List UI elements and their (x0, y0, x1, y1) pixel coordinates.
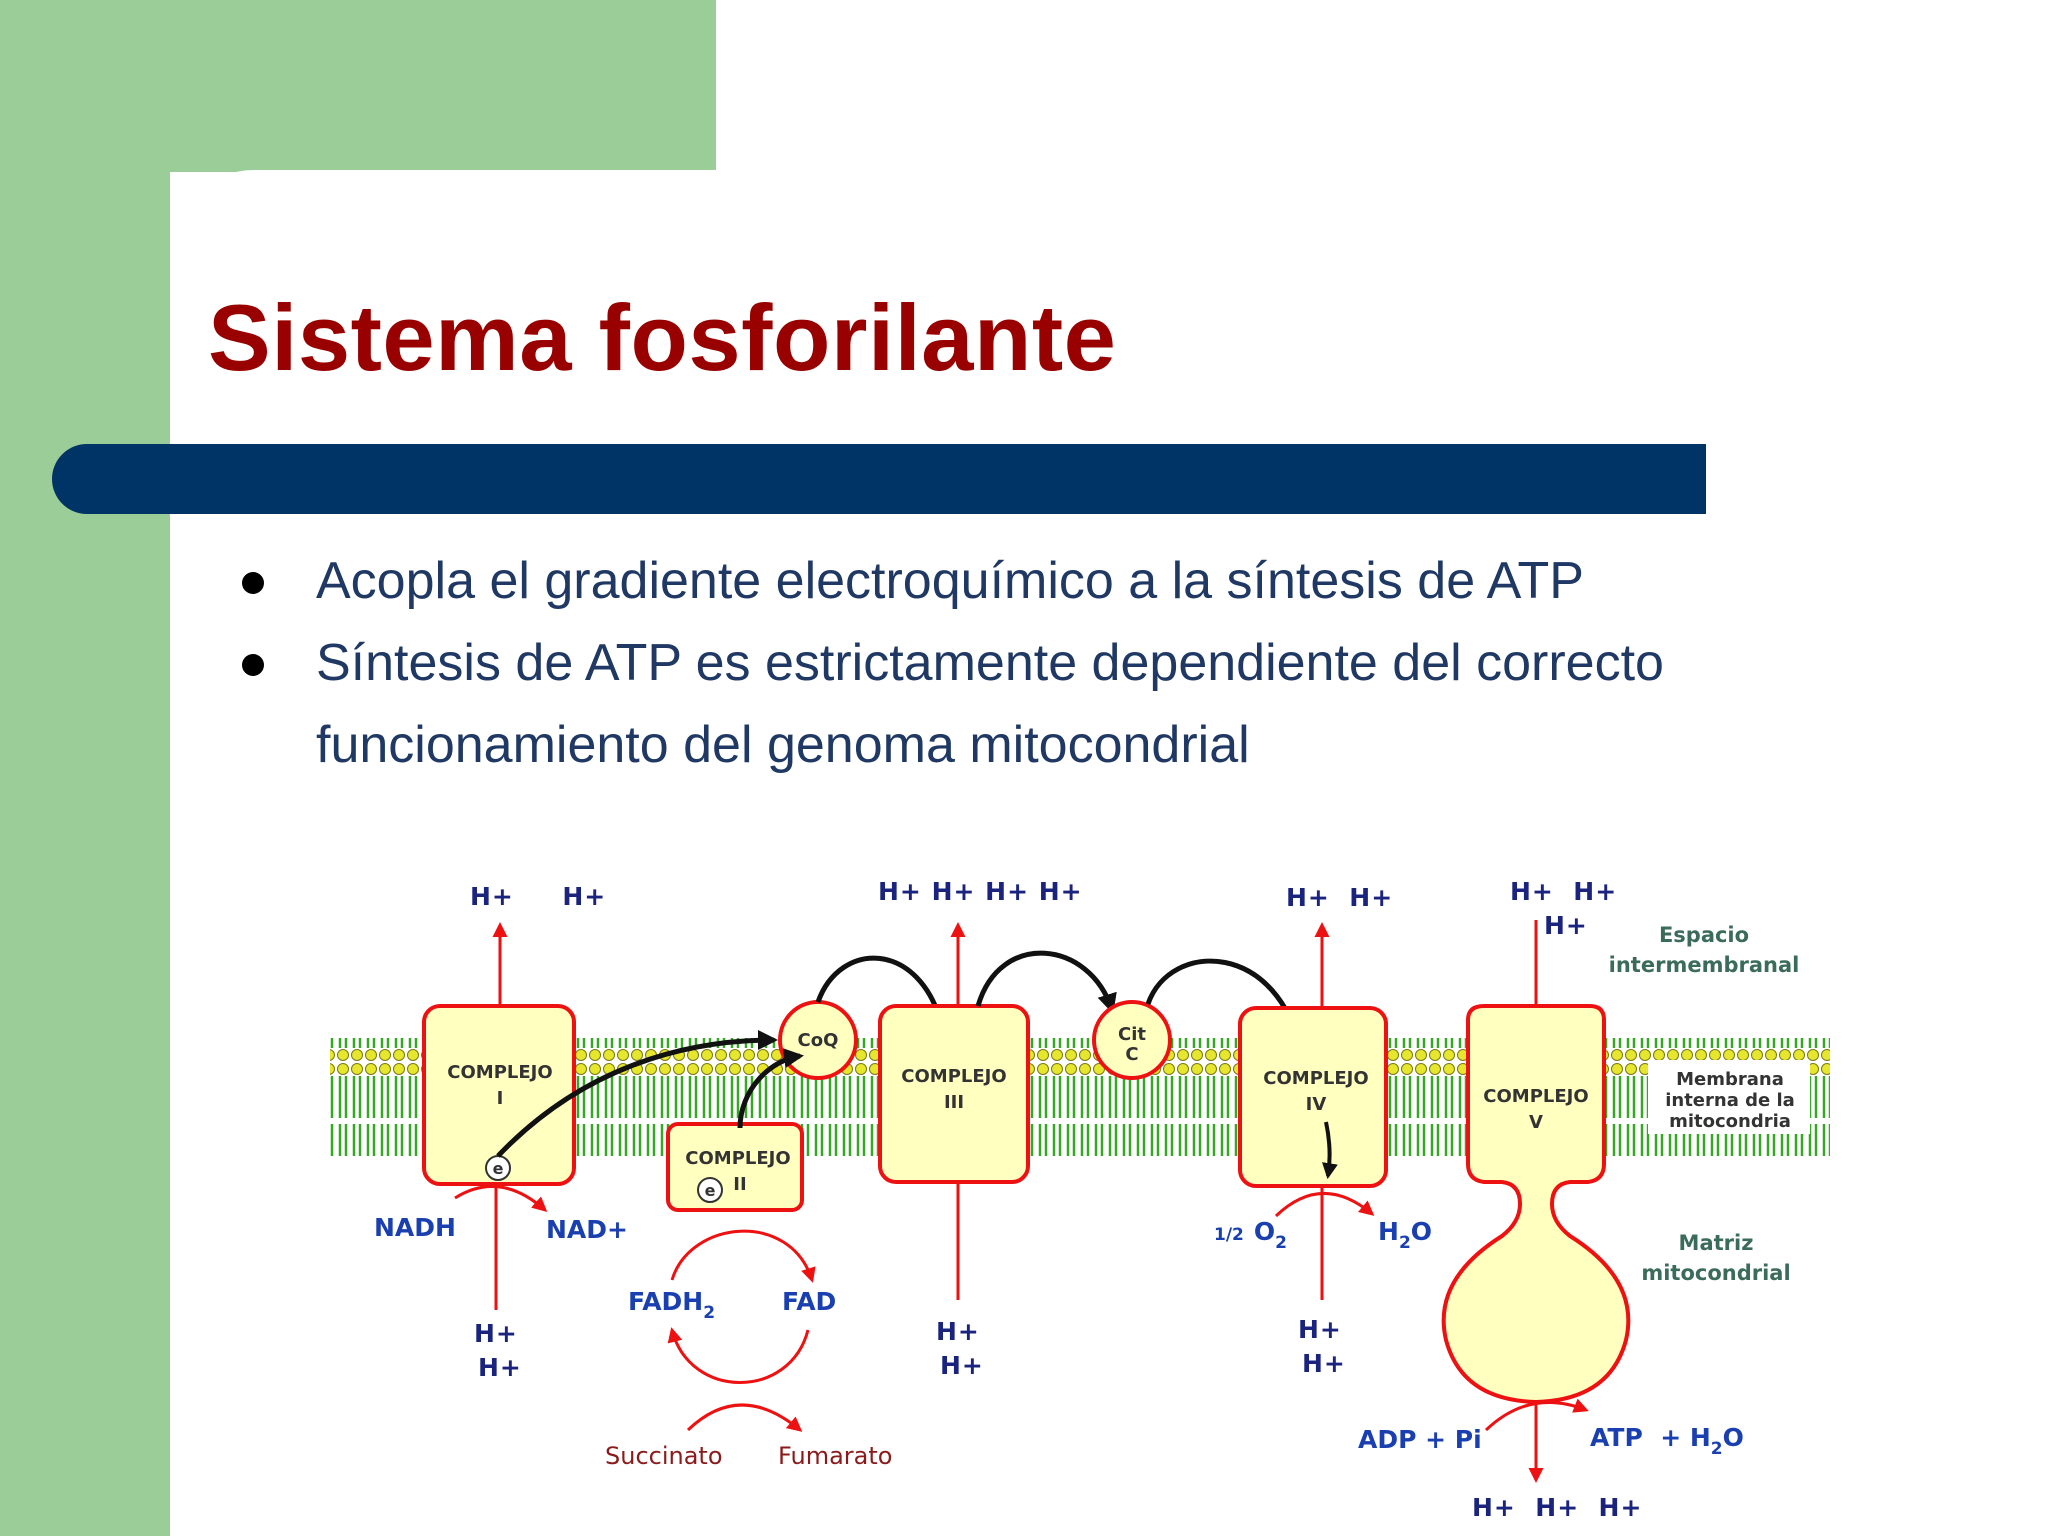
c1-proton-bottom: H+ (474, 1319, 518, 1348)
bullet-text: Síntesis de ATP es estrictamente dependi… (316, 634, 1664, 774)
cytochrome-c (1092, 1000, 1172, 1080)
complex-ii-word: COMPLEJO (685, 1148, 790, 1169)
c3-proton-bottom: H+ (936, 1317, 980, 1346)
complex-i-numeral: I (497, 1088, 504, 1109)
c4-proton-bottom: H+ (1302, 1349, 1346, 1378)
succinate-cycle-arrow (667, 1327, 810, 1384)
water-label: H2O (1378, 1217, 1432, 1253)
complex-iv-numeral: IV (1306, 1094, 1327, 1115)
c5-protons-top: H+ H+ (1510, 877, 1617, 906)
label-mitocondria: mitocondria (1669, 1111, 1791, 1132)
electron-path-coq-c3 (815, 955, 948, 1030)
complex-iii-numeral: III (944, 1092, 964, 1113)
oxygen-arrow (1274, 1192, 1375, 1218)
slide-title: Sistema fosforilante (208, 285, 1117, 390)
label-membrana: Membrana (1676, 1069, 1784, 1090)
fadh2-label: FADH2 (628, 1287, 715, 1323)
nad-label: NAD+ (546, 1215, 628, 1244)
label-mitocondrial: mitocondrial (1641, 1261, 1790, 1285)
adp-label: ADP + Pi (1358, 1425, 1482, 1454)
c3-protons-top: H+ H+ H+ H+ (878, 877, 1083, 906)
c5-protons-bottom: H+ H+ H+ (1472, 1493, 1642, 1522)
complex-iv-word: COMPLEJO (1263, 1068, 1368, 1089)
complex-i-word: COMPLEJO (447, 1062, 552, 1083)
bullet-item: Síntesis de ATP es estrictamente dependi… (230, 622, 1830, 786)
complex-iv (1238, 1006, 1388, 1188)
nadh-arrow (454, 1185, 548, 1212)
electron-path-c3-cit (975, 950, 1117, 1014)
coq-label: CoQ (798, 1030, 839, 1051)
c5-protons-top2: H+ (1544, 911, 1588, 940)
label-intermembranal: intermembranal (1609, 953, 1800, 977)
succinato-arrow (686, 1403, 803, 1432)
bullet-text: Acopla el gradiente electroquímico a la … (316, 552, 1584, 610)
complex-v-word: COMPLEJO (1483, 1086, 1588, 1107)
atp-synthesis-arrow (1484, 1398, 1589, 1432)
title-rule (52, 444, 1706, 514)
electron-path-c2-coq (737, 1048, 804, 1129)
bullet-dot (242, 654, 264, 676)
c1-protons-top: H+ H+ (470, 882, 606, 911)
cit-label-c: C (1125, 1044, 1138, 1065)
complex-v (1441, 1004, 1631, 1405)
label-espacio: Espacio (1659, 923, 1749, 947)
cit-label: Cit (1118, 1024, 1146, 1045)
complex-v-numeral: V (1529, 1112, 1543, 1133)
fadh2-arrow (670, 1229, 816, 1283)
electron-path-c1-coq (496, 1030, 778, 1158)
c3-proton-bottom: H+ (940, 1351, 984, 1380)
complex-iii-word: COMPLEJO (901, 1066, 1006, 1087)
complex-iii (878, 1004, 1030, 1184)
content-panel (170, 170, 2048, 1536)
c4-protons-top: H+ H+ (1286, 883, 1393, 912)
electron-path-c4-o2 (1322, 1121, 1338, 1180)
complex-ii-numeral: II (733, 1174, 746, 1195)
top-decoration (0, 0, 716, 172)
fumarato-label: Fumarato (778, 1442, 892, 1470)
succinato-label: Succinato (605, 1442, 723, 1470)
atp-label: ATP + H2O (1590, 1423, 1744, 1459)
nadh-label: NADH (374, 1213, 456, 1242)
electron-label: e (705, 1181, 716, 1200)
bullet-dot (242, 572, 264, 594)
c1-proton-bottom: H+ (478, 1353, 522, 1382)
c4-proton-bottom: H+ (1298, 1315, 1342, 1344)
bullet-list: Acopla el gradiente electroquímico a la … (230, 540, 1830, 786)
membrane-label-box (1648, 1060, 1810, 1134)
bullet-item: Acopla el gradiente electroquímico a la … (230, 540, 1830, 622)
label-matriz: Matriz (1679, 1231, 1754, 1255)
electron-label: e (493, 1159, 504, 1178)
label-interna: interna de la (1665, 1090, 1795, 1111)
fad-label: FAD (782, 1287, 836, 1316)
sidebar-decoration (0, 0, 170, 1536)
electron-icon (697, 1177, 723, 1203)
